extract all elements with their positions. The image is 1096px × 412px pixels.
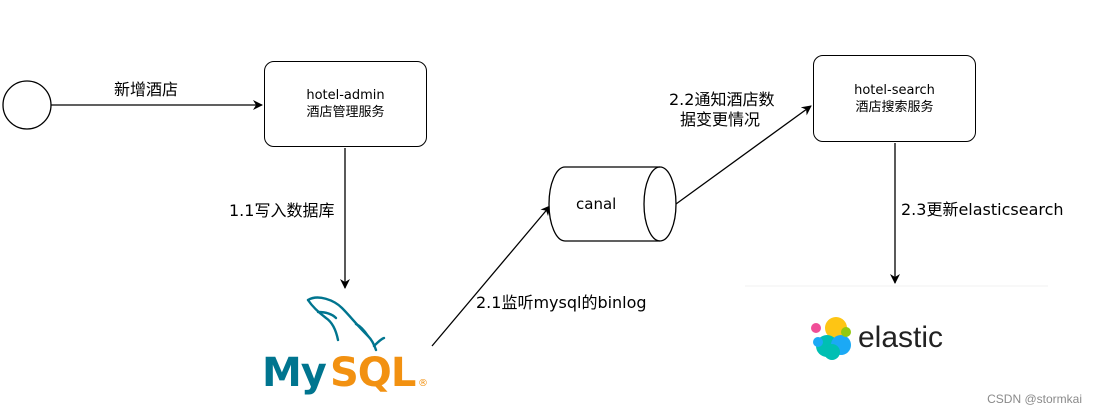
hotel-admin-node: hotel-admin 酒店管理服务 [264, 61, 427, 147]
edge-label-notify-line2: 据变更情况 [680, 110, 761, 129]
elastic-logo-text: elastic [858, 321, 944, 354]
start-node [2, 80, 52, 130]
mysql-logo-registered: ® [418, 378, 428, 389]
hotel-admin-description: 酒店管理服务 [306, 105, 385, 120]
hotel-search-description: 酒店搜索服务 [855, 99, 934, 115]
edge-label-write-db: 1.1写入数据库 [229, 201, 335, 220]
hotel-search-name: hotel-search [854, 82, 935, 98]
canal-label: canal [576, 195, 617, 213]
hotel-search-node: hotel-search 酒店搜索服务 [813, 55, 976, 142]
mysql-logo-sql: SQL [330, 350, 416, 396]
edge-label-listen-binlog: 2.1监听mysql的binlog [476, 293, 647, 312]
edge-label-update-es: 2.3更新elasticsearch [901, 200, 1064, 219]
watermark: CSDN @stormkai [987, 392, 1082, 406]
edge-notify [675, 105, 812, 205]
elastic-logo-icon [811, 317, 851, 360]
edge-label-notify-line1: 2.2通知酒店数 [669, 90, 775, 109]
mysql-dolphin-icon [306, 296, 386, 352]
mysql-logo-my: My [262, 350, 327, 396]
edge-label-add-hotel: 新增酒店 [114, 80, 179, 99]
canal-node [548, 166, 677, 242]
hotel-admin-name: hotel-admin [306, 88, 385, 103]
edge-listen-binlog [431, 205, 551, 347]
